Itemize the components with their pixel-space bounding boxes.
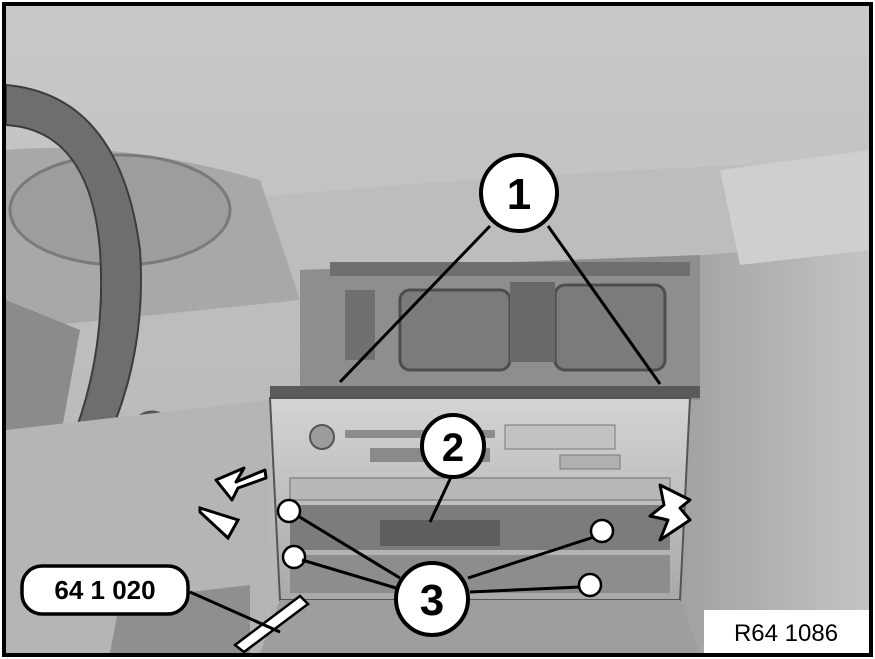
dashboard-vent-housing [720, 150, 870, 265]
pull-arrow-left-tip-icon [198, 505, 241, 541]
console-bracket-left [345, 290, 375, 360]
figure-ref-box [704, 610, 869, 653]
leader-3-top-right [467, 535, 595, 580]
trim-strip [270, 386, 700, 398]
leader-3-bottom-left [301, 558, 397, 590]
trim-removal-tool [232, 594, 310, 654]
pull-arrow-left-icon [214, 466, 268, 502]
callout-3-circle [394, 561, 470, 637]
vent-bracket [510, 282, 555, 362]
console-clip-row [330, 262, 690, 276]
screw-marker-top-right [589, 518, 615, 544]
tool-number-box [20, 564, 190, 616]
callout-2-label: 2 [442, 426, 464, 470]
callout-1-circle [479, 153, 559, 233]
leader-1-left [338, 224, 492, 384]
leader-lines [189, 224, 662, 634]
callout-1-label: 1 [507, 170, 531, 219]
leader-2 [428, 474, 454, 523]
figure-ref-label: R64 1086 [734, 620, 838, 647]
screw-marker-bottom-right [577, 572, 603, 598]
callout-3-label: 3 [420, 576, 444, 625]
steering-wheel-hub [6, 300, 80, 450]
callout-2-circle [420, 413, 486, 479]
leader-1-right [546, 225, 662, 385]
leader-3-top-left [297, 514, 401, 580]
screw-marker-bottom-left [281, 544, 307, 570]
lower-console [260, 600, 700, 653]
pull-arrow-right-icon [648, 483, 692, 542]
preset-buttons [504, 424, 616, 450]
climate-display [380, 520, 500, 546]
air-vent-right [553, 283, 667, 372]
volume-knob [309, 424, 335, 450]
leader-tool [189, 590, 281, 634]
function-button-row [289, 477, 671, 501]
radio-buttons [559, 454, 621, 470]
cd-slot [345, 430, 495, 438]
leader-3-bottom-right [469, 585, 581, 594]
tool-number-label: 64 1 020 [54, 575, 155, 605]
screw-marker-top-left [276, 498, 302, 524]
